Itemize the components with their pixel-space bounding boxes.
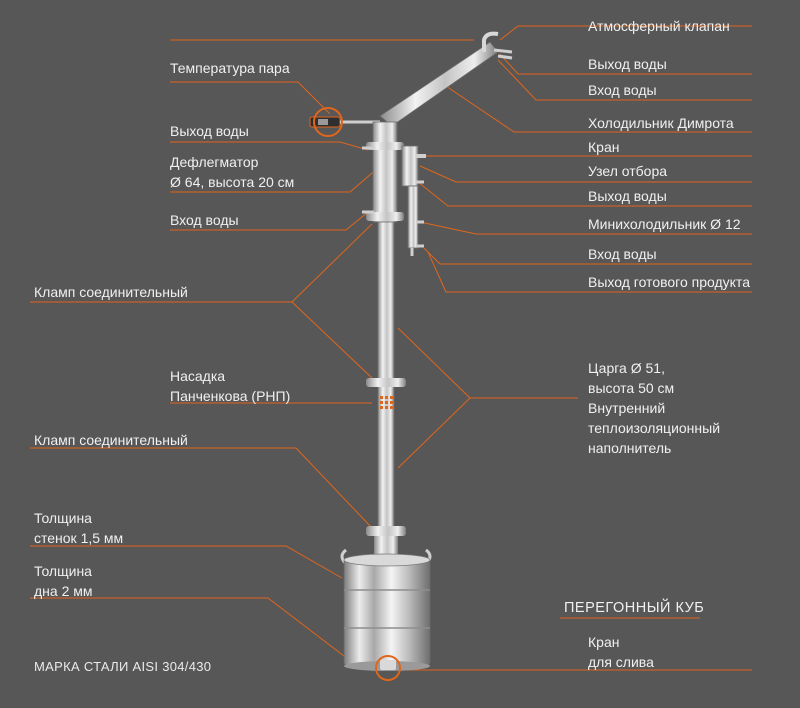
column-tube <box>377 221 395 533</box>
leader-mini-cooler <box>419 221 752 235</box>
clamp-lower <box>366 526 406 536</box>
leader-water-in-left <box>170 211 369 231</box>
leader-takeoff <box>419 165 752 183</box>
label-clamp-2: Кламп соединительный <box>34 432 188 448</box>
leader-dephlegmator <box>170 167 379 193</box>
leader-water-out-2 <box>417 181 752 207</box>
label-product-out: Выход готового продукта <box>588 274 750 290</box>
dephlegmator-clamp-bottom <box>366 212 404 221</box>
label-atmospheric-valve: Атмосферный клапан <box>588 18 730 34</box>
dephlegmator-body <box>372 121 398 223</box>
water-fittings-top <box>493 48 513 60</box>
still-neck <box>374 536 398 558</box>
dephlegmator-clamp-top <box>366 142 404 150</box>
label-column: Царга Ø 51, высота 50 см <box>588 358 674 398</box>
leader-clamp-1-b <box>291 301 373 379</box>
mini-cooler-fittings <box>416 180 424 248</box>
thermometer-display <box>318 119 328 125</box>
dephlegmator-fitting-left <box>362 146 374 214</box>
drain-tap-highlight-circle <box>375 655 401 681</box>
label-insulation-line3: наполнитель <box>588 440 672 456</box>
label-dimroth-cooler: Холодильник Димрота <box>588 115 734 131</box>
label-insulation-line2: теплоизоляционный <box>588 420 721 436</box>
label-tap: Кран <box>588 139 620 155</box>
leader-lines <box>30 25 752 671</box>
atmospheric-valve-hook <box>482 31 499 52</box>
label-water-out-2: Выход воды <box>588 188 667 204</box>
label-dephlegmator-line2: Ø 64, высота 20 см <box>170 174 295 190</box>
label-bottom-line2: дна 2 мм <box>34 583 93 599</box>
leader-wall <box>30 545 343 579</box>
leader-bottom <box>30 597 345 657</box>
label-column-line2: высота 50 см <box>588 380 675 396</box>
label-water-in-left: Вход воды <box>170 212 239 228</box>
clamp-upper <box>366 378 406 387</box>
label-drain-tap-line1: Кран <box>588 634 620 650</box>
label-packing: Насадка Панченкова (РНП) <box>170 366 290 406</box>
label-wall-line1: Толщина <box>34 510 92 526</box>
leader-water-in-2 <box>423 247 752 265</box>
leader-atmospheric-valve <box>499 25 752 41</box>
thermometer-highlight-circle <box>313 107 343 137</box>
label-bottom-line1: Толщина <box>34 563 92 579</box>
label-water-out-left: Выход воды <box>170 123 249 139</box>
label-mini-cooler: Минихолодильник Ø 12 <box>588 216 741 232</box>
leader-column-down <box>397 397 471 469</box>
label-steel-grade: МАРКА СТАЛИ AISI 304/430 <box>34 659 212 674</box>
leader-product-out <box>427 251 752 293</box>
label-drain-tap: Кран для слива <box>588 632 654 672</box>
leader-column-up <box>397 327 471 399</box>
label-packing-line2: Панченкова (РНП) <box>170 388 291 404</box>
still-lid <box>343 553 431 567</box>
packing-rnp <box>380 396 393 409</box>
leader-water-out-1 <box>499 53 752 75</box>
label-water-in-1: Вход воды <box>588 82 657 98</box>
label-water-out-1: Выход воды <box>588 56 667 72</box>
leader-dimroth <box>439 81 752 133</box>
takeoff-node <box>401 145 419 187</box>
label-takeoff-node: Узел отбора <box>588 163 668 179</box>
leader-clamp-2 <box>30 447 373 529</box>
label-still-heading: ПЕРЕГОННЫЙ КУБ <box>564 600 705 616</box>
label-wall-thickness: Толщина стенок 1,5 мм <box>34 508 123 548</box>
leader-vapor-temp <box>170 81 331 115</box>
leader-water-in-1 <box>497 59 752 101</box>
drain-tap-body <box>380 660 396 670</box>
label-bottom-thickness: Толщина дна 2 мм <box>34 561 93 601</box>
label-packing-line1: Насадка <box>170 368 226 384</box>
label-insulation-line1: Внутренний <box>588 400 666 416</box>
label-dephlegmator: Дефлегматор Ø 64, высота 20 см <box>170 152 294 192</box>
label-wall-line2: стенок 1,5 мм <box>34 530 124 546</box>
apparatus <box>309 31 513 681</box>
label-insulation: Внутренний теплоизоляционный наполнитель <box>588 398 720 458</box>
label-column-line1: Царга Ø 51, <box>588 360 665 376</box>
mini-cooler <box>407 185 419 249</box>
leader-water-out-left <box>170 141 369 151</box>
label-dephlegmator-line1: Дефлегматор <box>170 154 259 170</box>
label-clamp-1: Кламп соединительный <box>34 284 188 300</box>
still-body <box>343 557 431 667</box>
dimroth-condenser-tube <box>379 41 499 127</box>
label-drain-tap-line2: для слива <box>588 654 654 670</box>
label-vapor-temp: Температура пара <box>170 60 290 76</box>
label-water-in-2: Вход воды <box>588 246 657 262</box>
